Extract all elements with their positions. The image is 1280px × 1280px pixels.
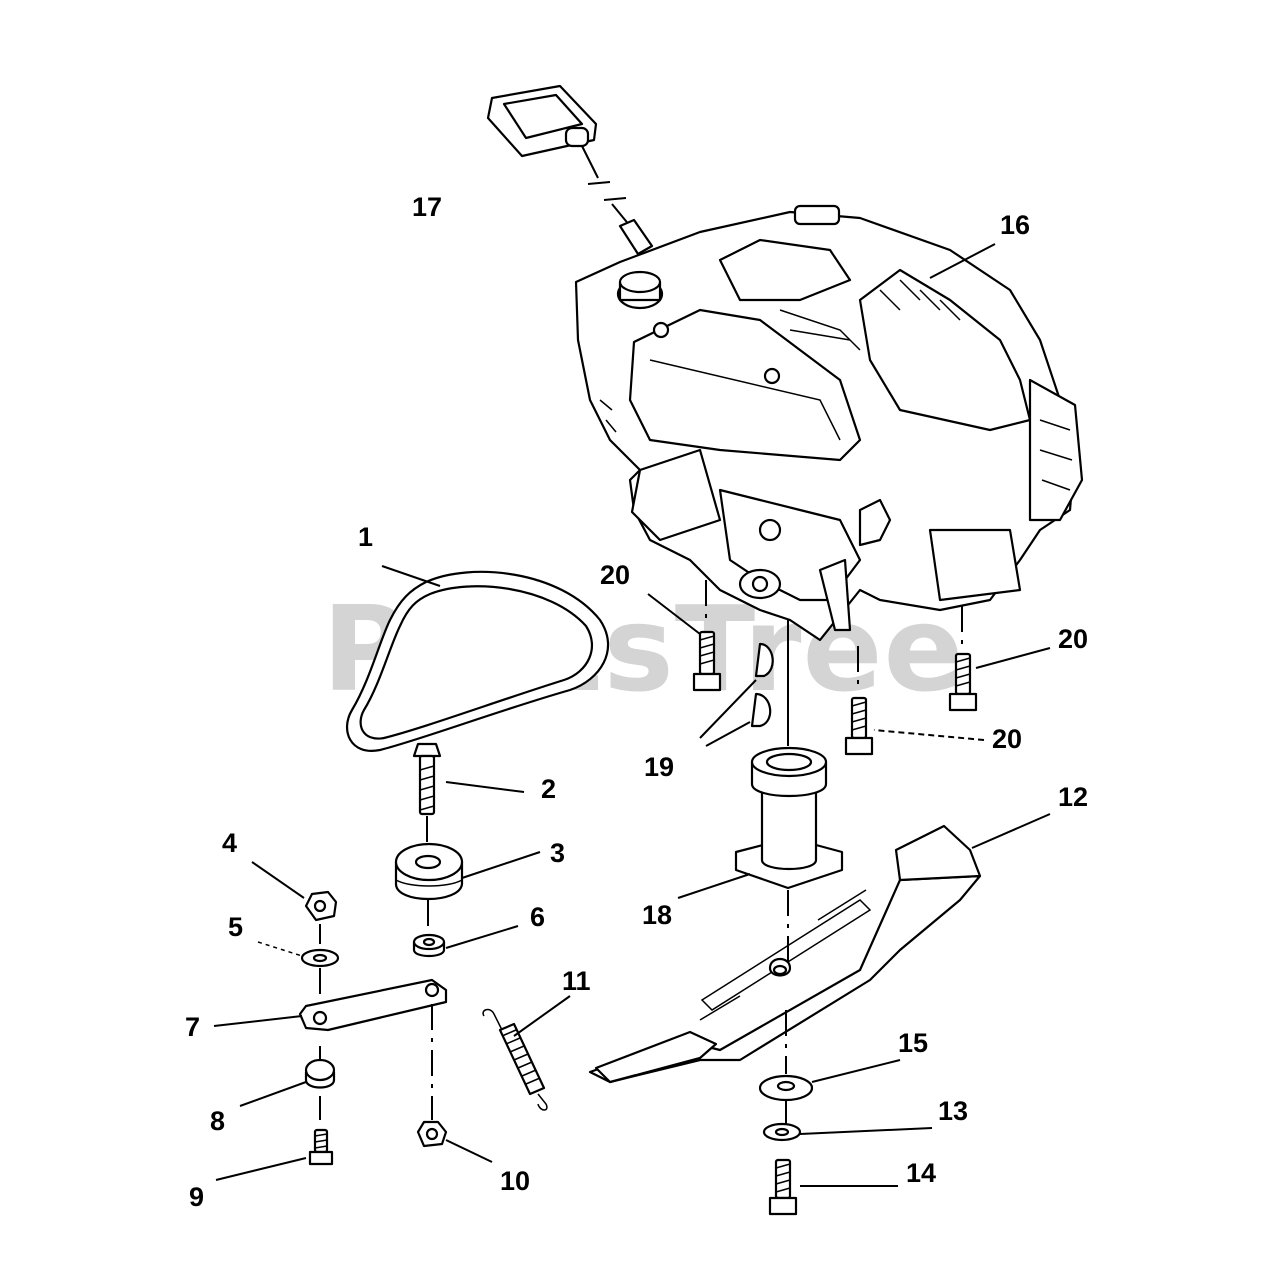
callout-20-left[interactable]: 20 (600, 560, 630, 590)
part-6-spacer[interactable] (412, 925, 519, 958)
callout-19[interactable]: 19 (644, 752, 674, 782)
part-3-pulley[interactable] (394, 842, 541, 934)
callout-16[interactable]: 16 (1000, 210, 1030, 240)
callout-9[interactable]: 9 (189, 1182, 204, 1212)
part-19-keys[interactable] (699, 642, 774, 747)
callout-12[interactable]: 12 (1058, 782, 1088, 812)
callout-10[interactable]: 10 (500, 1166, 530, 1196)
callout-18[interactable]: 18 (642, 900, 672, 930)
callout-13[interactable]: 13 (938, 1096, 968, 1126)
part-2-bolt[interactable] (412, 742, 525, 848)
callout-2[interactable]: 2 (541, 774, 556, 804)
part-9-screw[interactable] (215, 1128, 334, 1181)
callout-1[interactable]: 1 (358, 522, 373, 552)
part-14-blade-bolt[interactable] (768, 1158, 898, 1216)
callout-20-center[interactable]: 20 (992, 724, 1022, 754)
callout-17[interactable]: 17 (412, 192, 442, 222)
callout-20-right[interactable]: 20 (1058, 624, 1088, 654)
callout-14[interactable]: 14 (906, 1158, 936, 1188)
callout-7[interactable]: 7 (185, 1012, 200, 1042)
callout-4[interactable]: 4 (222, 828, 237, 858)
part-15-washer[interactable] (758, 1010, 901, 1124)
callout-5[interactable]: 5 (228, 912, 243, 942)
part-12-blade[interactable] (588, 813, 1051, 1084)
part-18-adapter[interactable] (677, 620, 844, 966)
part-20-bolt-center[interactable] (844, 646, 985, 756)
part-11-spring[interactable] (482, 995, 571, 1111)
callout-labels: 1 2 3 4 5 6 7 8 9 10 11 12 13 14 15 16 1… (185, 192, 1088, 1212)
callout-11[interactable]: 11 (562, 966, 591, 996)
part-8-bushing[interactable] (239, 1046, 336, 1120)
callout-15[interactable]: 15 (898, 1028, 928, 1058)
part-16-engine[interactable] (574, 204, 1084, 642)
part-7-idler-arm[interactable] (213, 978, 448, 1120)
part-20-bolt-right[interactable] (948, 606, 1051, 712)
callout-3[interactable]: 3 (550, 838, 565, 868)
part-1-belt[interactable] (345, 565, 610, 752)
callout-6[interactable]: 6 (530, 902, 545, 932)
part-20-bolt-left[interactable] (647, 580, 722, 692)
part-4-nut[interactable] (251, 861, 338, 944)
part-5-washer[interactable] (257, 941, 340, 1000)
part-13-lock-washer[interactable] (762, 1122, 933, 1142)
part-17-dipstick[interactable] (486, 84, 683, 301)
part-10-nut[interactable] (416, 1120, 493, 1163)
callout-8[interactable]: 8 (210, 1106, 225, 1136)
